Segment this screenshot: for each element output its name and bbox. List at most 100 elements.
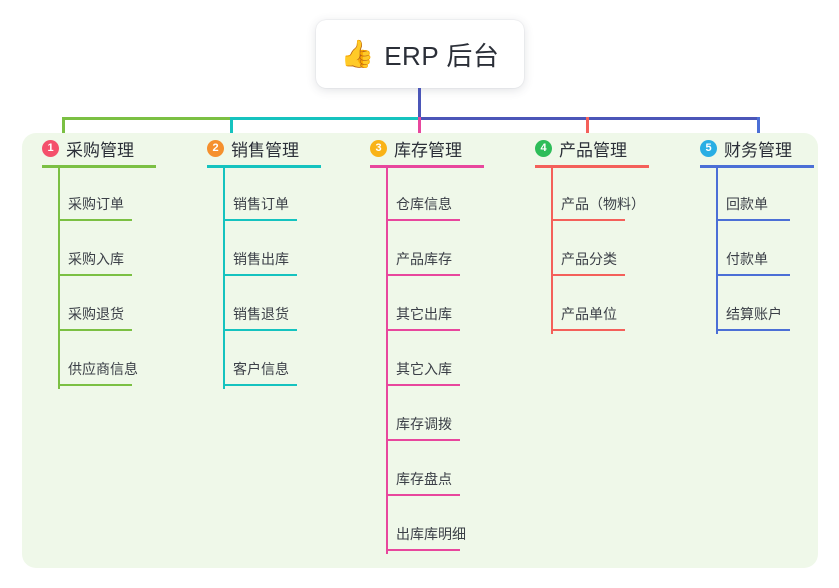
branch-item[interactable]: 产品库存	[360, 224, 520, 279]
branch-header-rule	[700, 165, 814, 168]
branch-item-label: 销售出库	[233, 251, 289, 267]
branch-item-rule	[551, 219, 625, 221]
branch-spine	[551, 166, 553, 334]
branch-header-3[interactable]: 3 库存管理	[360, 133, 520, 163]
branch-items: 采购订单采购入库采购退货供应商信息	[32, 169, 192, 389]
branch-item-rule	[716, 219, 790, 221]
branch-item[interactable]: 其它出库	[360, 279, 520, 334]
branch-column-3: 3 库存管理仓库信息产品库存其它出库其它入库库存调拨库存盘点出库库明细	[360, 133, 520, 554]
branch-item-rule	[223, 329, 297, 331]
branch-item[interactable]: 结算账户	[690, 279, 839, 334]
branch-item-label: 供应商信息	[68, 361, 138, 377]
root-trunk-connector	[418, 88, 421, 117]
bus-segment-2	[230, 117, 420, 120]
branch-column-5: 5 财务管理回款单付款单结算账户	[690, 133, 839, 334]
branch-item-rule	[223, 384, 297, 386]
branch-item-label: 仓库信息	[396, 196, 452, 212]
branch-header-rule	[42, 165, 156, 168]
branch-spine	[58, 166, 60, 389]
branch-column-2: 2 销售管理销售订单销售出库销售退货客户信息	[197, 133, 357, 389]
branch-items: 销售订单销售出库销售退货客户信息	[197, 169, 357, 389]
branch-title: 采购管理	[66, 140, 134, 160]
branch-item[interactable]: 供应商信息	[32, 334, 192, 389]
branch-item-label: 其它入库	[396, 361, 452, 377]
bus-segment-3	[420, 117, 760, 120]
branch-title: 财务管理	[724, 140, 792, 160]
branch-column-4: 4 产品管理产品（物料） 产品分类产品单位	[525, 133, 685, 334]
branch-items: 回款单付款单结算账户	[690, 169, 839, 334]
branch-item[interactable]: 产品单位	[525, 279, 685, 334]
branch-item[interactable]: 仓库信息	[360, 169, 520, 224]
branch-spine	[716, 166, 718, 334]
branch-item-rule	[386, 384, 460, 386]
branch-item-label: 回款单	[726, 196, 768, 212]
branch-item[interactable]: 采购退货	[32, 279, 192, 334]
branch-header-2[interactable]: 2 销售管理	[197, 133, 357, 163]
branch-item-label: 库存盘点	[396, 471, 452, 487]
branch-number-badge: 5	[700, 139, 717, 157]
branch-header-rule	[370, 165, 484, 168]
root-title: ERP 后台	[384, 40, 500, 71]
branch-item-rule	[223, 274, 297, 276]
branch-number-badge: 4	[535, 139, 552, 157]
branch-item[interactable]: 产品（物料）	[525, 169, 685, 224]
branch-item-label: 销售退货	[233, 306, 289, 322]
branch-header-rule	[207, 165, 321, 168]
branch-item[interactable]: 库存调拨	[360, 389, 520, 444]
thumbs-up-icon: 👍	[340, 38, 375, 69]
branch-item[interactable]: 采购入库	[32, 224, 192, 279]
branch-item-label: 产品（物料）	[561, 196, 645, 212]
branch-item-label: 其它出库	[396, 306, 452, 322]
bus-segment-1	[62, 117, 230, 120]
branch-item-label: 客户信息	[233, 361, 289, 377]
branch-item[interactable]: 客户信息	[197, 334, 357, 389]
branch-item-rule	[551, 329, 625, 331]
branch-item-rule	[716, 274, 790, 276]
branch-item-label: 出库库明细	[396, 526, 466, 542]
root-node[interactable]: 👍 ERP 后台	[316, 20, 524, 88]
branch-number-badge: 2	[207, 139, 224, 157]
branch-item[interactable]: 采购订单	[32, 169, 192, 224]
branch-item-rule	[386, 219, 460, 221]
branch-item-rule	[386, 549, 460, 551]
branch-title: 销售管理	[231, 140, 299, 160]
branch-header-5[interactable]: 5 财务管理	[690, 133, 839, 163]
branch-item-label: 采购退货	[68, 306, 124, 322]
branch-items: 产品（物料） 产品分类产品单位	[525, 169, 685, 334]
branch-item[interactable]: 付款单	[690, 224, 839, 279]
branch-item[interactable]: 库存盘点	[360, 444, 520, 499]
branch-items: 仓库信息产品库存其它出库其它入库库存调拨库存盘点出库库明细	[360, 169, 520, 554]
branch-item-rule	[386, 329, 460, 331]
branch-header-rule	[535, 165, 649, 168]
branch-number-badge: 3	[370, 139, 387, 157]
branch-item-label: 产品库存	[396, 251, 452, 267]
branch-item[interactable]: 产品分类	[525, 224, 685, 279]
branch-item[interactable]: 销售出库	[197, 224, 357, 279]
branch-item-label: 付款单	[726, 251, 768, 267]
branch-item-label: 结算账户	[726, 306, 782, 322]
branch-item[interactable]: 销售退货	[197, 279, 357, 334]
branch-item-rule	[58, 219, 132, 221]
branch-item[interactable]: 出库库明细	[360, 499, 520, 554]
branch-spine	[223, 166, 225, 389]
branch-item-rule	[58, 384, 132, 386]
branch-item-label: 采购入库	[68, 251, 124, 267]
branch-item-rule	[386, 439, 460, 441]
branch-item-label: 库存调拨	[396, 416, 452, 432]
branch-item-label: 产品单位	[561, 306, 617, 322]
branch-header-4[interactable]: 4 产品管理	[525, 133, 685, 163]
branch-item-label: 采购订单	[68, 196, 124, 212]
branch-title: 库存管理	[394, 140, 462, 160]
branch-item-label: 销售订单	[233, 196, 289, 212]
branch-item-rule	[716, 329, 790, 331]
branch-spine	[386, 166, 388, 554]
branch-item[interactable]: 其它入库	[360, 334, 520, 389]
branch-title: 产品管理	[559, 140, 627, 160]
branch-item[interactable]: 销售订单	[197, 169, 357, 224]
branch-item-rule	[386, 494, 460, 496]
branch-item[interactable]: 回款单	[690, 169, 839, 224]
